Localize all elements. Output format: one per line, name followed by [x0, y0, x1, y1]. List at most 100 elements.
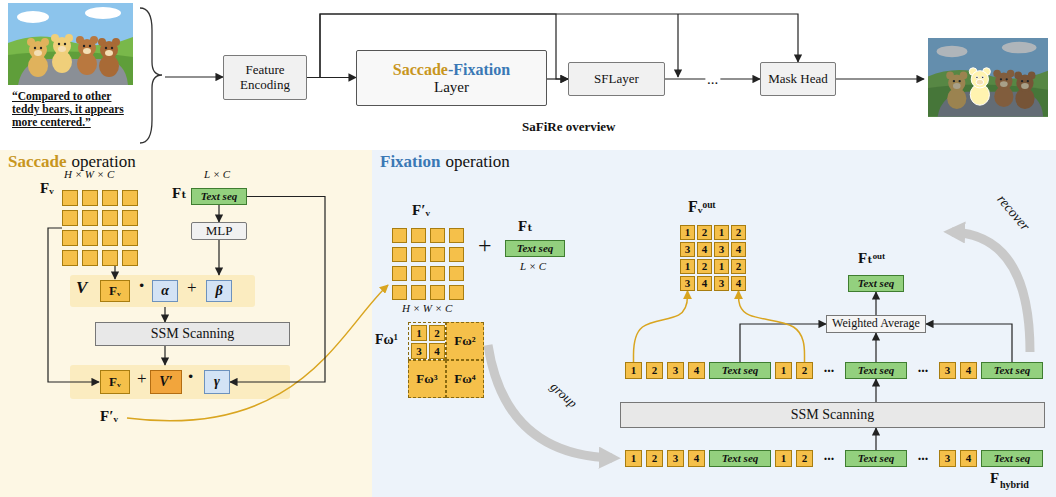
patch-cell: 3	[680, 276, 695, 291]
patch-cell: 1	[680, 259, 695, 274]
feature-box: Fᵥ	[100, 280, 130, 302]
connector	[875, 428, 876, 450]
node-text: Saccade	[393, 61, 448, 79]
label: L × C	[520, 260, 546, 273]
panel: SaccadeoperationText seqMLPV·+FᵥαβSSM Sc…	[0, 150, 372, 497]
label: +	[478, 232, 492, 260]
node-text: Text seq	[858, 452, 895, 464]
node-text: 4	[694, 364, 700, 376]
patch-cell: 4	[697, 242, 712, 257]
node-text: SSM Scanning	[151, 326, 235, 341]
patch-cell: 1	[625, 362, 642, 379]
feature-box: Fᵥ	[100, 370, 130, 394]
modulation-band: V·+Fᵥαβ	[70, 275, 255, 307]
node-text: MLP	[206, 224, 233, 238]
patch-cell: 3	[667, 450, 684, 467]
patch-cell: 3	[714, 276, 729, 291]
text-token: Text seq	[845, 362, 907, 379]
label: ...	[817, 448, 841, 464]
node-text: 4	[694, 452, 700, 464]
node-text: 2	[736, 260, 742, 272]
layer-box: Saccade-FixationLayer	[356, 50, 547, 106]
patch-cell: 1	[775, 362, 792, 379]
modulation-band	[70, 275, 255, 307]
brace	[140, 8, 162, 143]
node-text: 2	[702, 260, 708, 272]
patch-cell: 4	[960, 362, 977, 379]
window-group: Fω³	[408, 360, 446, 398]
node-text: Text seq	[858, 277, 895, 289]
text-token: Text seq	[845, 450, 907, 467]
node-text: 3	[719, 243, 725, 255]
patch-cell: 2	[697, 259, 712, 274]
patch-cell: 1	[625, 450, 642, 467]
node-text: 2	[652, 452, 658, 464]
node-text: SSM Scanning	[791, 407, 875, 422]
feature-grid	[62, 190, 138, 266]
node-text: 2	[802, 364, 808, 376]
patch-cell: 3	[411, 343, 427, 359]
output-image	[928, 38, 1048, 117]
patch-cell: 1	[775, 450, 792, 467]
node-text: -Fixation	[448, 61, 510, 79]
node-text: 3	[685, 277, 691, 289]
node-text: 3	[673, 364, 679, 376]
fixation-panel-ground	[372, 150, 1056, 497]
label: F′ᵥ	[100, 408, 118, 425]
patch-cell: 1	[680, 225, 695, 240]
node-text: Fω³	[416, 372, 437, 386]
node-text: Text seq	[722, 452, 759, 464]
node-text: 1	[781, 452, 787, 464]
node-text: Text seq	[517, 242, 554, 254]
label: “Compared to other teddy bears, it appea…	[12, 90, 140, 130]
patch-cell: 2	[731, 259, 746, 274]
patch-cell: 4	[688, 450, 705, 467]
node-text: 4	[434, 345, 440, 357]
output-arrow	[836, 78, 924, 79]
label: Fᵥ	[40, 180, 54, 197]
text-token: Text seq	[709, 450, 771, 467]
node-text: 4	[966, 452, 972, 464]
node-text: 3	[673, 452, 679, 464]
feature-grid	[392, 228, 464, 300]
node-text: 3	[685, 243, 691, 255]
node-text: Text seq	[994, 452, 1031, 464]
node-text: 4	[736, 243, 742, 255]
node-text: 2	[736, 226, 742, 238]
node-text: 3	[945, 452, 951, 464]
label: Fₜ	[172, 185, 187, 202]
patch-cell: 2	[646, 362, 663, 379]
node-text: α	[161, 283, 169, 298]
param-box: β	[206, 280, 232, 302]
label: F	[990, 470, 999, 487]
node-text: 1	[719, 260, 725, 272]
node-text: ·	[187, 364, 194, 388]
node-text: SFLayer	[594, 72, 639, 86]
label: ...	[911, 360, 935, 376]
patch-cell: 2	[731, 225, 746, 240]
edge-label: ...	[705, 72, 720, 87]
node-text: γ	[214, 374, 220, 389]
node-text: ·	[138, 273, 145, 297]
label: L × C	[204, 168, 230, 181]
node-text: Feature Encoding	[224, 63, 306, 92]
node-text: Text seq	[994, 364, 1031, 376]
node-text: +	[187, 279, 197, 298]
mlp-box: MLP	[191, 222, 247, 240]
patch-cell: 3	[939, 450, 956, 467]
node-text: Fω²	[454, 334, 475, 348]
node-text: Text seq	[722, 364, 759, 376]
node-text: Layer	[357, 79, 546, 96]
patch-cell: 2	[429, 325, 445, 341]
input-image	[8, 3, 133, 85]
connector	[740, 324, 826, 362]
param-box: γ	[204, 370, 230, 394]
node-text: Fixation	[380, 153, 440, 172]
node-text: 1	[781, 364, 787, 376]
input-arrow	[165, 76, 223, 77]
patch-cell: 1	[714, 259, 729, 274]
connector	[164, 307, 165, 322]
node-text: Saccade	[8, 153, 67, 172]
window-group: Fω⁴	[446, 360, 484, 398]
node-text: 1	[719, 226, 725, 238]
